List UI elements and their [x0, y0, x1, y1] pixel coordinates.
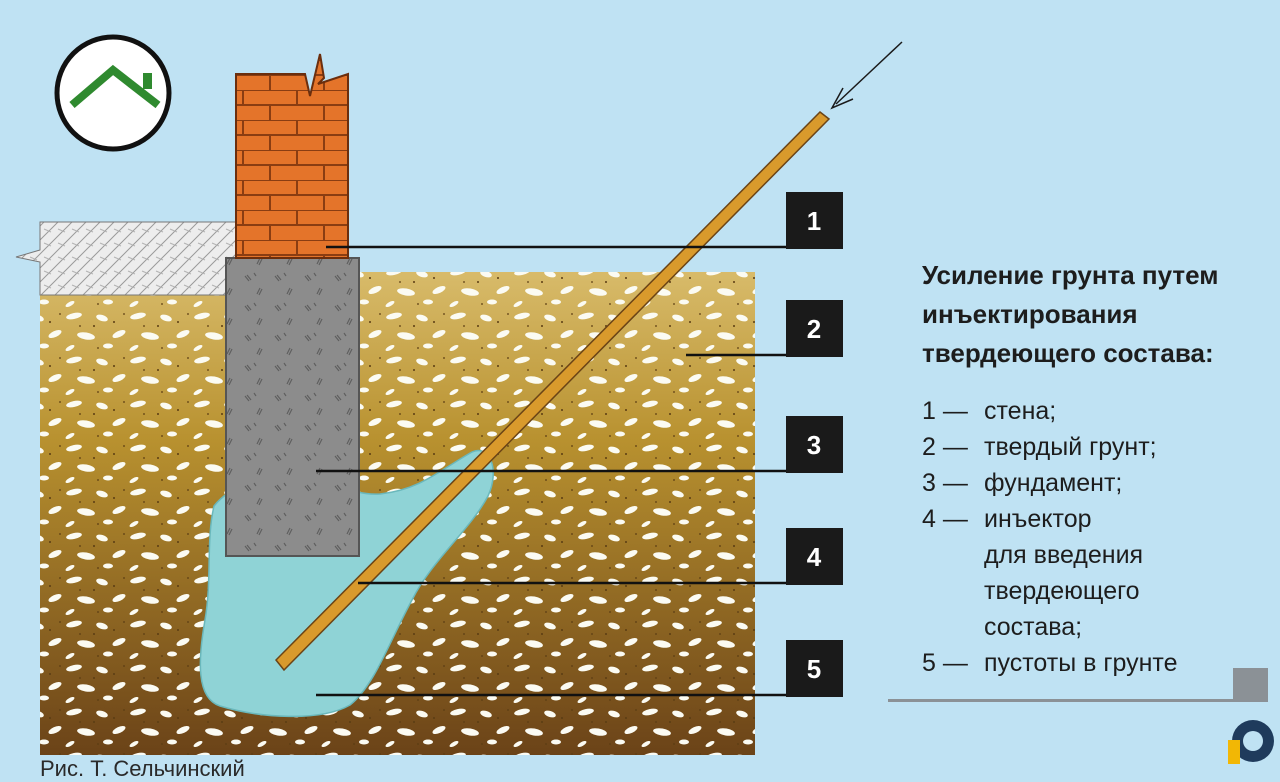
legend-item-number: 1 — — [922, 397, 968, 425]
legend-item-number: 3 — — [922, 469, 968, 497]
injector-rod — [274, 111, 831, 672]
legend-item-text: пустоты в грунте — [984, 645, 1178, 681]
legend-item-text: фундамент; — [984, 465, 1122, 501]
legend-title-line: твердеющего состава: — [922, 338, 1214, 368]
house-roof-icon — [54, 34, 172, 152]
legend-title-line: инъектирования — [922, 299, 1138, 329]
callout-5-number: 5 — [807, 654, 821, 684]
legend-item-line: стена; — [984, 397, 1057, 425]
callout-4-number: 4 — [807, 542, 822, 572]
legend-item-line: твердеющего — [984, 577, 1140, 605]
callout-3: 3 — [786, 416, 843, 473]
legend-title-line: Усиление грунта путем — [922, 260, 1219, 290]
legend-item-1: 1 — стена; — [922, 393, 1262, 429]
legend-item-5: 5 — пустоты в грунте — [922, 645, 1262, 681]
legend-item-line: твердый грунт; — [984, 433, 1157, 461]
legend-item-3: 3 — фундамент; — [922, 465, 1262, 501]
legend-title: Усиление грунта путем инъектирования тве… — [922, 256, 1262, 373]
surface-paving — [15, 221, 239, 296]
legend-item-4: 4 — инъектор для введения твердеющего со… — [922, 501, 1262, 645]
callout-4: 4 — [786, 528, 843, 585]
legend-item-text: твердый грунт; — [984, 429, 1157, 465]
callout-1: 1 — [786, 192, 843, 249]
legend-item-number: 2 — — [922, 433, 968, 461]
legend-item-line: пустоты в грунте — [984, 649, 1178, 677]
legend-item-line: фундамент; — [984, 469, 1123, 497]
legend-divider — [888, 699, 1268, 702]
legend-item-line: для введения — [984, 541, 1144, 569]
callout-2: 2 — [786, 300, 843, 357]
callout-2-number: 2 — [807, 314, 821, 344]
legend-item-line: инъектор — [984, 505, 1092, 533]
foundation — [225, 257, 360, 557]
legend-item-line: состава; — [984, 613, 1083, 641]
legend-item-number: 5 — — [922, 649, 968, 677]
legend-item-2: 2 — твердый грунт; — [922, 429, 1262, 465]
corner-marker — [1233, 668, 1268, 702]
callout-leaders — [316, 245, 786, 697]
callout-3-number: 3 — [807, 430, 821, 460]
illustration-credit: Рис. Т. Сельчинский — [40, 756, 245, 781]
injection-arrow — [830, 41, 903, 110]
legend-item-text: стена; — [984, 393, 1056, 429]
brand-logo-icon — [1228, 720, 1274, 764]
callout-5: 5 — [786, 640, 843, 697]
callout-1-number: 1 — [807, 206, 821, 236]
legend-item-text: инъектор для введения твердеющего состав… — [984, 501, 1143, 645]
brick-wall — [235, 53, 349, 259]
legend: Усиление грунта путем инъектирования тве… — [922, 256, 1262, 681]
legend-item-number: 4 — — [922, 505, 968, 533]
